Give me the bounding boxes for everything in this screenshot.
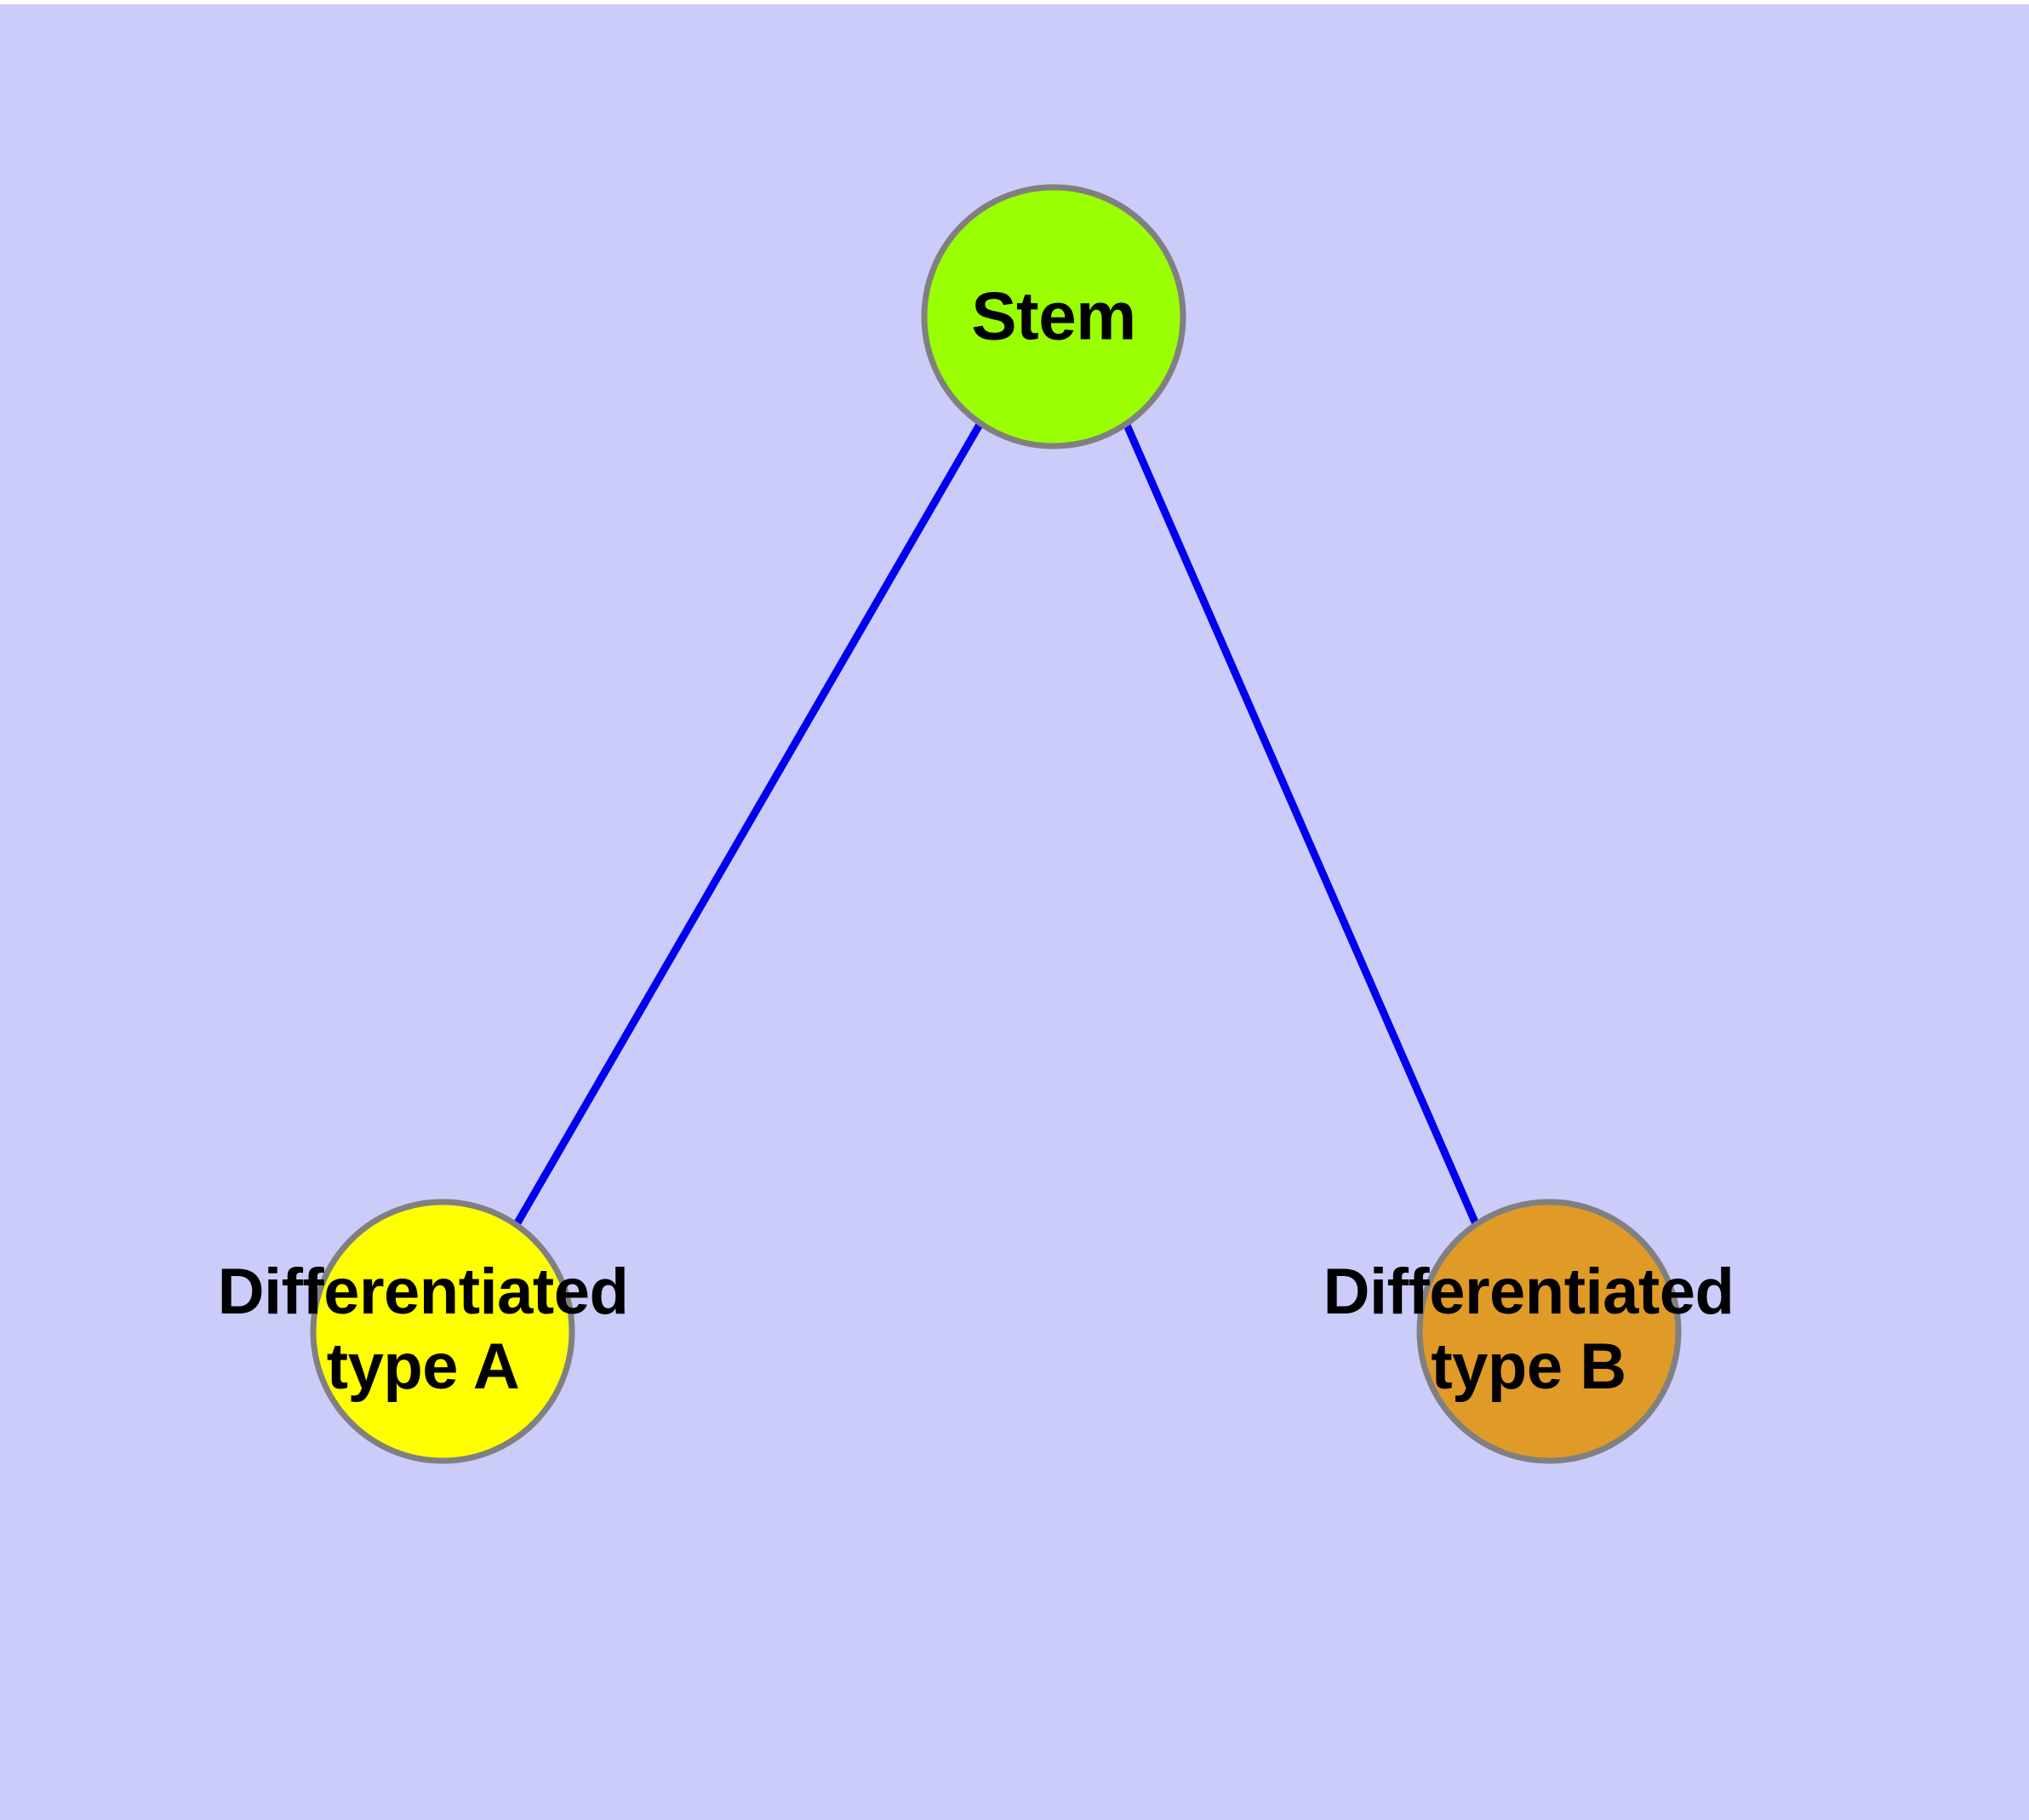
edge-stem-to-differentiated-type-a[interactable] xyxy=(512,421,984,1228)
node-differentiated-type-a[interactable] xyxy=(310,1199,575,1464)
nodes-group xyxy=(310,184,1682,1464)
edges-group xyxy=(512,421,1481,1228)
node-stem[interactable] xyxy=(921,184,1186,449)
edge-stem-to-differentiated-type-b[interactable] xyxy=(1122,421,1481,1228)
node-differentiated-type-b[interactable] xyxy=(1416,1199,1682,1464)
